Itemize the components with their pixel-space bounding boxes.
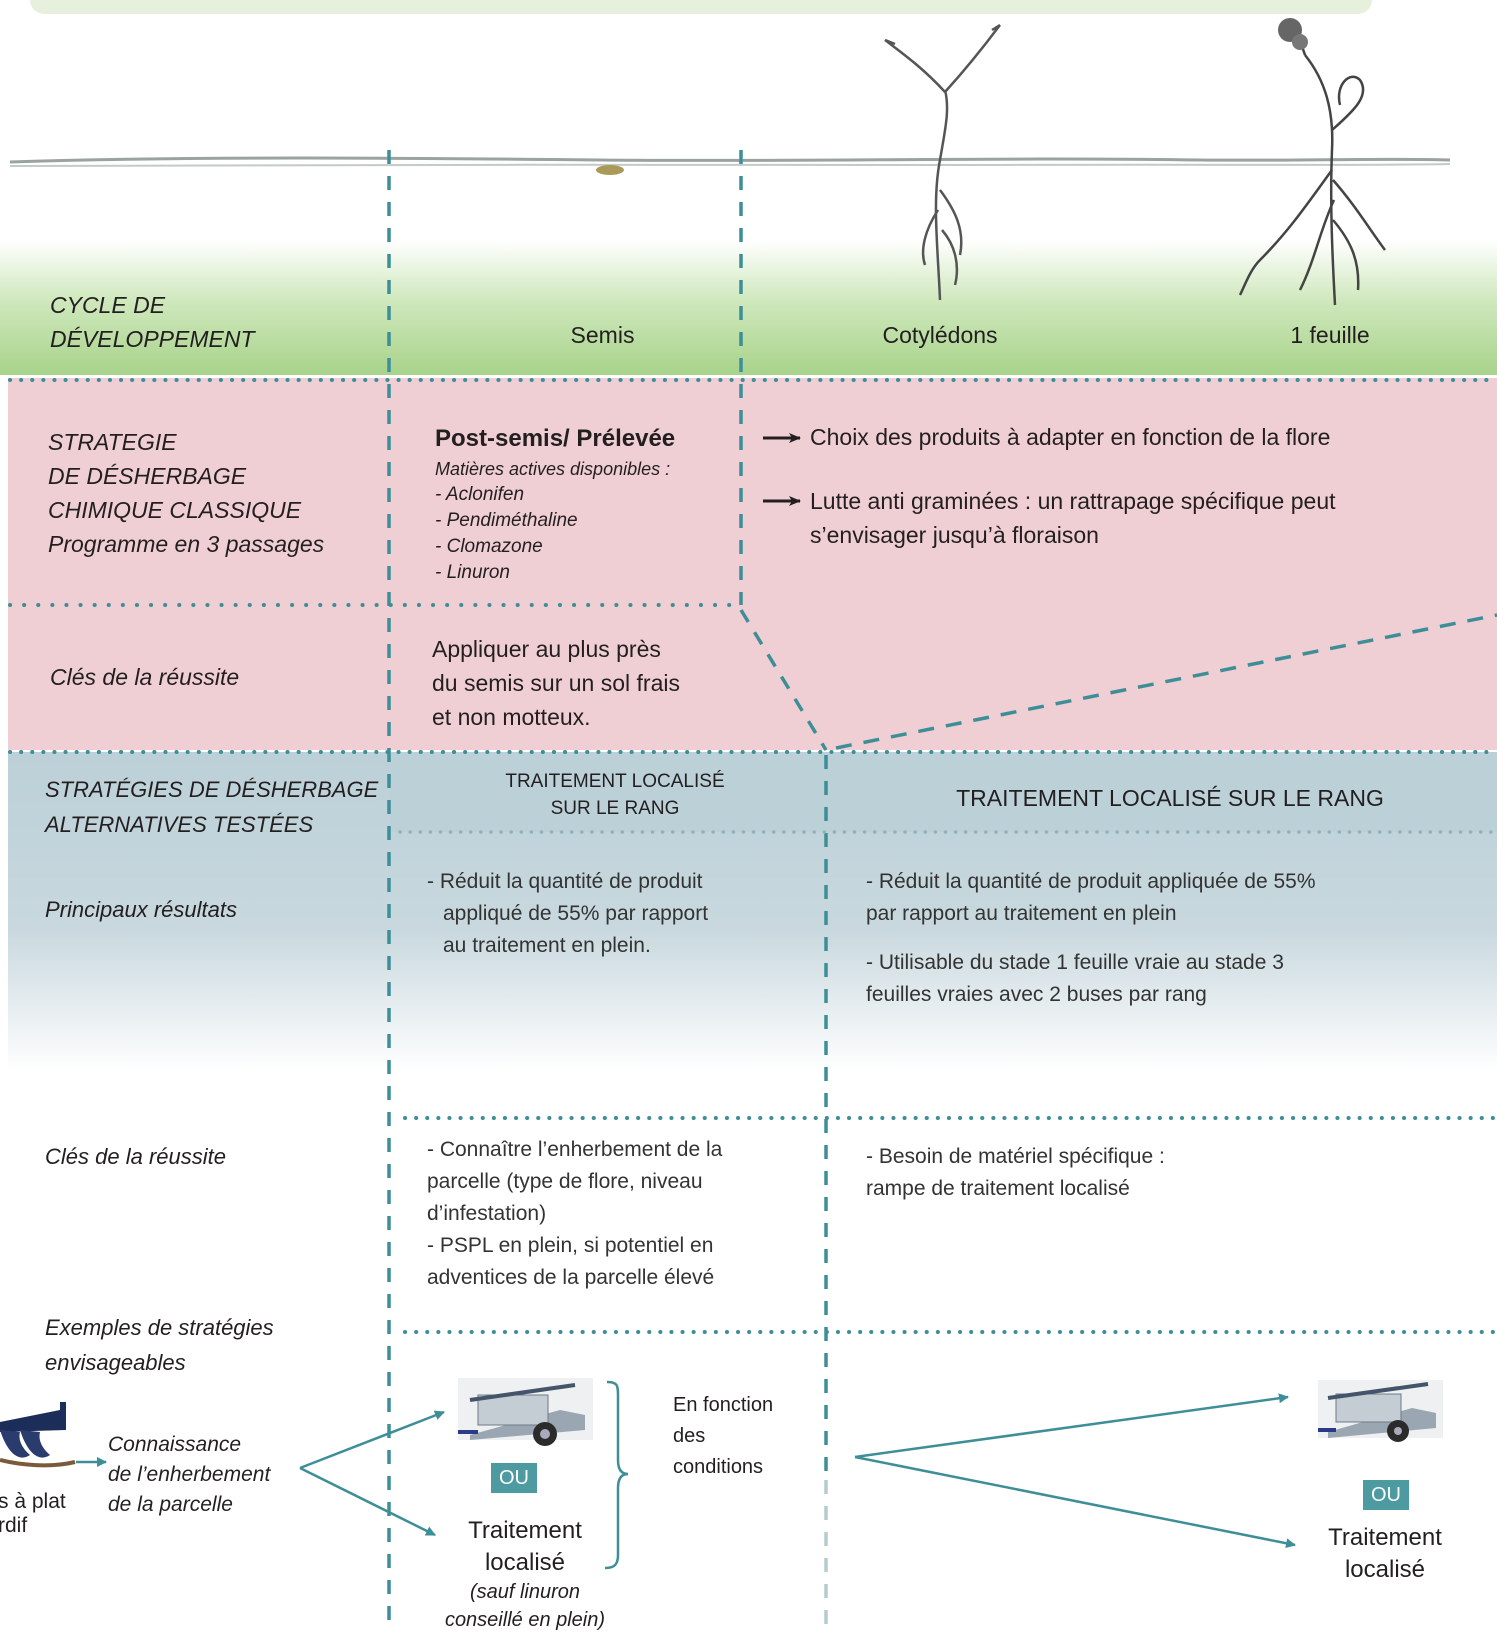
results-col1-line2: appliqué de 55% par rapport <box>443 902 709 925</box>
cycle-label-line2: DÉVELOPPEMENT <box>50 326 255 352</box>
keys-alt-label: Clés de la réussite <box>45 1144 226 1169</box>
top-green-strip <box>30 0 1372 14</box>
alternatives-label-line2: ALTERNATIVES TESTÉES <box>45 812 314 837</box>
keys-alt-col2: - Besoin de matériel spécifique : rampe … <box>866 1141 1466 1205</box>
arrow-to-right-traitement <box>854 1455 1296 1549</box>
results-col1-line1: - Réduit la quantité de produit <box>427 870 703 893</box>
chemical-note-lutte: Lutte anti graminées : un rattrapage spé… <box>810 484 1336 552</box>
keys-alt-col1-line2: parcelle (type de flore, niveau <box>427 1170 703 1193</box>
connaissance-text: Connaissance de l’enherbement de la parc… <box>108 1430 270 1520</box>
results-col2a: - Réduit la quantité de produit appliqué… <box>866 866 1466 930</box>
traitement-right-line2: localisé <box>1344 1556 1426 1583</box>
post-semis-title: Post-semis/ Prélevée <box>435 425 676 452</box>
stage-semis: Semis <box>570 322 635 348</box>
alt-col1-title: TRAITEMENT LOCALISÉ SUR LE RANG <box>420 768 810 822</box>
connaissance-line1: Connaissance <box>108 1433 242 1456</box>
sauf-line1: (sauf linuron <box>469 1581 581 1603</box>
cycle-label-line1: CYCLE DE <box>50 292 166 318</box>
traitement-line2: localisé <box>484 1549 566 1576</box>
conditions-text: En fonction des conditions <box>673 1390 773 1483</box>
chemical-label-line3: CHIMIQUE CLASSIQUE <box>48 497 302 523</box>
active-item: - Aclonifen <box>435 484 525 505</box>
cotyledon-seedling-icon <box>884 23 1001 301</box>
left-cut-text: s à plat rdif <box>0 1490 66 1538</box>
conditions-line2: des <box>673 1425 706 1447</box>
alt-col2-title: TRAITEMENT LOCALISÉ SUR LE RANG <box>956 785 1384 811</box>
ou-badge-right: OU <box>1363 1480 1409 1510</box>
chemical-strategy-band <box>8 378 1497 750</box>
keys-chemical-line3: et non motteux. <box>432 704 591 730</box>
plough-icon <box>0 1402 76 1468</box>
results-col1: - Réduit la quantité de produit appliqué… <box>427 866 807 962</box>
chemical-strategy-label: STRATEGIE DE DÉSHERBAGE CHIMIQUE CLASSIQ… <box>48 425 378 561</box>
cycle-label: CYCLE DE DÉVELOPPEMENT <box>50 288 350 356</box>
active-item: - Linuron <box>435 562 510 583</box>
keys-alt-col1-line5: adventices de la parcelle élevé <box>427 1266 715 1289</box>
examples-label: Exemples de stratégies envisageables <box>45 1310 274 1380</box>
alt-col1-title-line2: SUR LE RANG <box>550 798 680 819</box>
chemical-label-line1: STRATEGIE <box>48 429 177 455</box>
arrow-to-right-pulverisateur <box>854 1393 1289 1459</box>
traitement-localise-text: Traitement localisé <box>445 1515 605 1579</box>
chemical-note-choix: Choix des produits à adapter en fonction… <box>810 424 1331 450</box>
divider-diagonal-left <box>739 609 828 751</box>
arrow-to-pulverisateur <box>299 1410 445 1470</box>
alternatives-label: STRATÉGIES DE DÉSHERBAGE ALTERNATIVES TE… <box>45 772 385 842</box>
traitement-localise-right: Traitement localisé <box>1310 1522 1460 1586</box>
active-item: - Pendiméthaline <box>435 510 578 531</box>
conditions-line3: conditions <box>673 1456 764 1478</box>
connaissance-line2: de l’enherbement <box>108 1463 271 1486</box>
chemical-label-line2: DE DÉSHERBAGE <box>48 463 247 489</box>
results-label: Principaux résultats <box>45 897 237 922</box>
curly-brace <box>604 1380 629 1570</box>
seed-icon <box>596 165 624 175</box>
alternatives-header-band <box>390 752 1497 832</box>
stage-1-feuille: 1 feuille <box>1290 322 1370 348</box>
sauf-line2: conseillé en plein) <box>444 1609 606 1631</box>
left-cut-line1: s à plat <box>0 1490 66 1513</box>
sprayer-icon-right <box>1318 1380 1443 1442</box>
lutte-line1: Lutte anti graminées : un rattrapage spé… <box>810 488 1336 514</box>
alt-col1-title-line1: TRAITEMENT LOCALISÉ <box>505 771 725 792</box>
results-col2a-line2: par rapport au traitement en plein <box>866 902 1177 925</box>
post-semis-block: Post-semis/ Prélevée Matières actives di… <box>435 422 735 586</box>
conditions-line1: En fonction <box>673 1394 774 1416</box>
arrow-to-traitement <box>299 1466 436 1537</box>
lutte-line2: s’envisager jusqu’à floraison <box>810 522 1099 548</box>
keys-alt-col2-line2: rampe de traitement localisé <box>866 1177 1130 1200</box>
results-col2b-line1: - Utilisable du stade 1 feuille vraie au… <box>866 951 1284 974</box>
connaissance-line3: de la parcelle <box>108 1493 233 1516</box>
keys-chemical-line1: Appliquer au plus près <box>432 636 661 662</box>
results-col1-line3: au traitement en plein. <box>443 934 651 957</box>
results-col2a-line1: - Réduit la quantité de produit appliqué… <box>866 870 1316 893</box>
divider-diagonal-right <box>835 613 1497 750</box>
keys-alt-col2-line1: - Besoin de matériel spécifique : <box>866 1145 1165 1168</box>
keys-chemical-text: Appliquer au plus près du semis sur un s… <box>432 632 732 734</box>
traitement-right-line1: Traitement <box>1328 1524 1442 1551</box>
sauf-linuron-note: (sauf linuron conseillé en plein) <box>420 1578 630 1634</box>
left-cut-line2: rdif <box>0 1514 28 1537</box>
development-band <box>0 240 1497 375</box>
actives-subtitle: Matières actives disponibles : <box>435 459 671 479</box>
active-item: - Clomazone <box>435 536 543 557</box>
results-col2b: - Utilisable du stade 1 feuille vraie au… <box>866 947 1466 1011</box>
keys-alt-col1-line1: - Connaître l’enherbement de la <box>427 1138 723 1161</box>
keys-chemical-label: Clés de la réussite <box>50 664 240 690</box>
keys-alt-col1-line3: d’infestation) <box>427 1202 547 1225</box>
results-col2b-line2: feuilles vraies avec 2 buses par rang <box>866 983 1207 1006</box>
examples-label-line2: envisageables <box>45 1350 186 1375</box>
traitement-line1: Traitement <box>468 1517 582 1544</box>
alternatives-label-line1: STRATÉGIES DE DÉSHERBAGE <box>45 777 379 802</box>
keys-alt-col1-line4: - PSPL en plein, si potentiel en <box>427 1234 714 1257</box>
keys-alt-col1: - Connaître l’enherbement de la parcelle… <box>427 1134 807 1294</box>
stage-cotyledons: Cotylédons <box>882 322 998 348</box>
examples-label-line1: Exemples de stratégies <box>45 1315 274 1340</box>
soil-line <box>9 156 1451 167</box>
ou-badge: OU <box>491 1463 537 1493</box>
one-leaf-plant-icon <box>1238 18 1387 306</box>
chemical-label-line4: Programme en 3 passages <box>48 531 325 557</box>
keys-chemical-line2: du semis sur un sol frais <box>432 670 680 696</box>
sprayer-icon <box>458 1378 593 1446</box>
